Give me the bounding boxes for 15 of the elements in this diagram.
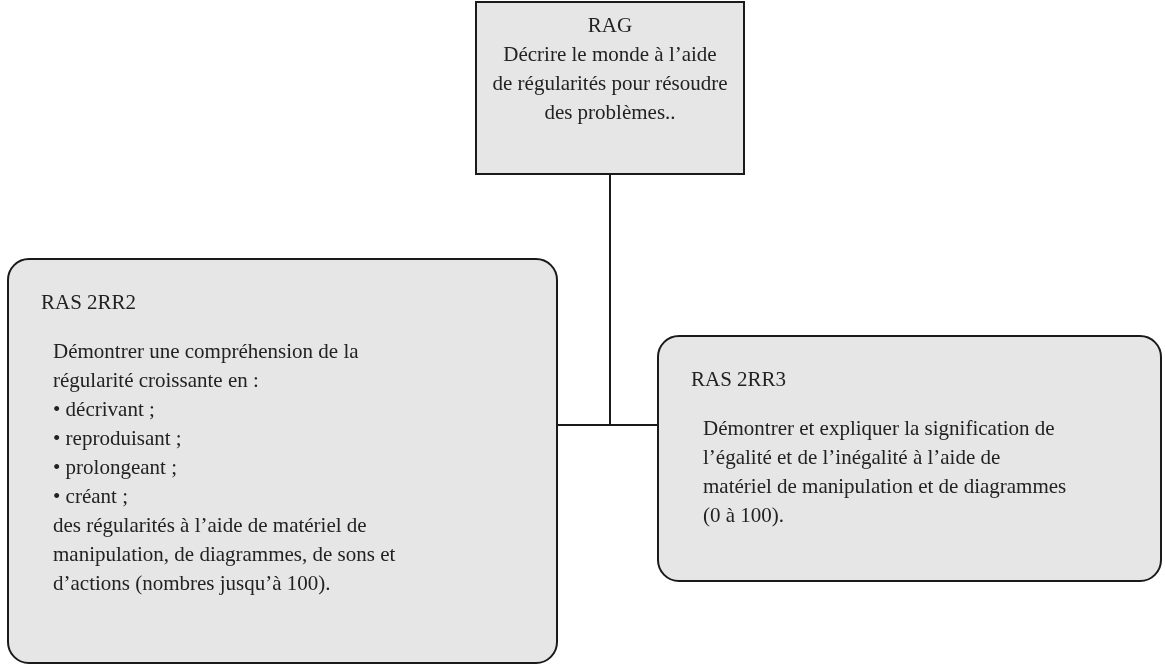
box-text: • créant ; (52, 483, 129, 510)
box-heading: RAS 2RR2 (41, 289, 137, 316)
box-text: Décrire le monde à l’aide de régularités pour résoudre des problèmes.. (491, 41, 729, 126)
text-box (7, 258, 558, 664)
box-text: Démontrer et expliquer la signification de l’égalité et de l’inégalité à l’aide de matériel de manipulation et de diagrammes (0 à 100). (702, 415, 1068, 529)
box-text: des régularités à l’aide de matériel de manipulation, de diagrammes, de sons et d’actions (nombres jusqu’à 100). (52, 512, 397, 597)
box-heading: RAG (587, 12, 633, 39)
text-box (657, 335, 1162, 582)
box-text: • prolongeant ; (52, 454, 178, 481)
box-text: Démontrer une compréhension de la régularité croissante en : (52, 338, 360, 394)
box-heading: RAS 2RR3 (691, 366, 787, 393)
box-text: • décrivant ; (52, 396, 156, 423)
connector-line (609, 174, 658, 426)
text-box (475, 1, 745, 175)
box-text: • reproduisant ; (52, 425, 183, 452)
